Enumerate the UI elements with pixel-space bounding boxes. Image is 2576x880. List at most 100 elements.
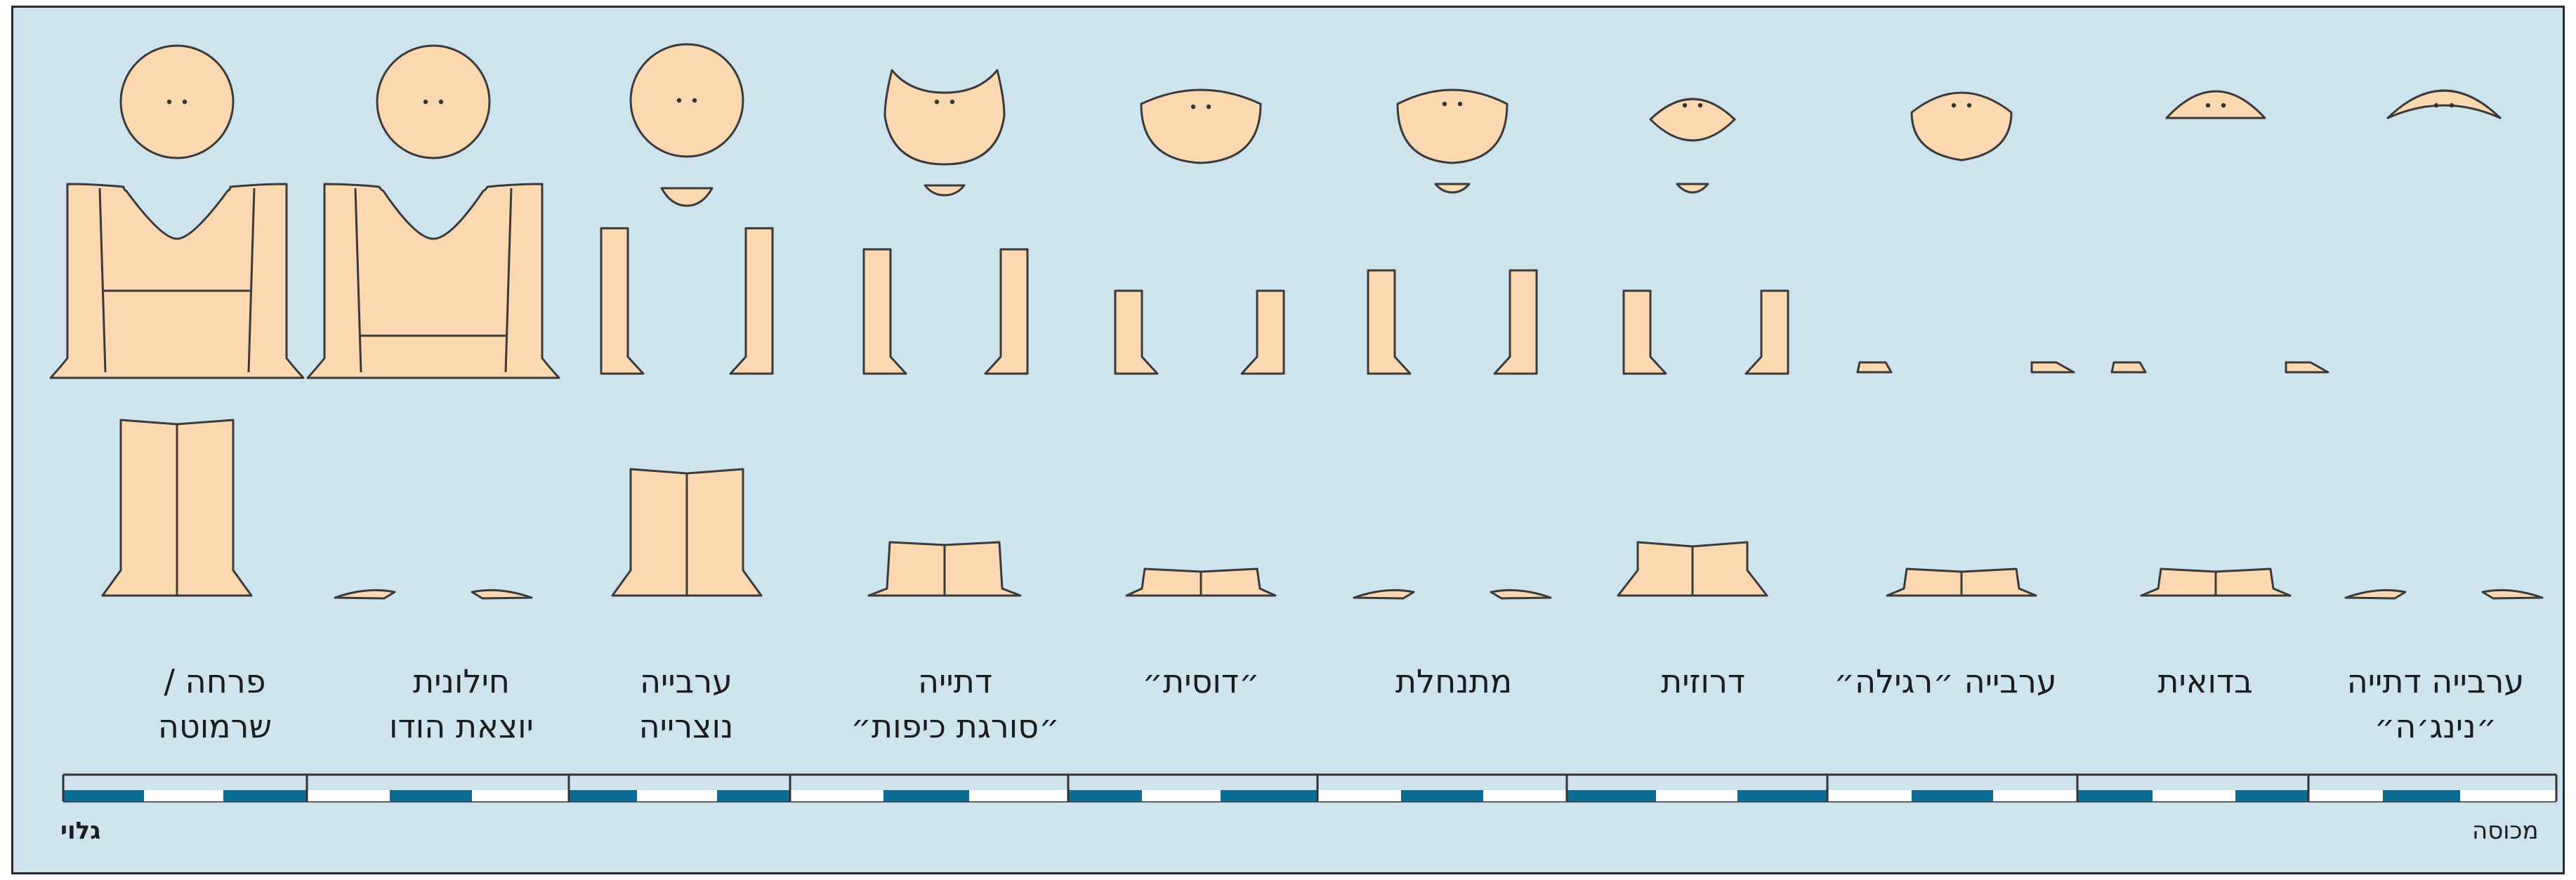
figure-2-eye-right [438, 99, 444, 105]
figure-5-head [1140, 88, 1262, 164]
scale-left-label: גלוי [60, 817, 101, 845]
scale-segment-14 [1142, 790, 1221, 801]
figure-6-hem-right [1490, 589, 1552, 600]
figure-5-eye-left [1190, 104, 1196, 110]
figure-label-1-line1: פרחה / [164, 662, 266, 700]
figure-2-hem-right [471, 589, 533, 600]
figure-3-eye-left [676, 98, 682, 103]
figure-label-2: חילונית יוצאת הודו [356, 659, 567, 749]
figure-1-arm-left [98, 188, 107, 373]
figure-label-8: ערבייה ״רגילה״ [1826, 659, 2065, 704]
figure-1-torso [49, 183, 305, 379]
figure-2-eye-left [423, 99, 428, 105]
figure-label-1-line2: שרמוטה [157, 707, 272, 745]
figure-label-9-line2: בדואית [2157, 662, 2253, 700]
figure-7-sleeve-right [1744, 289, 1789, 375]
figure-9-cuffs-left [2110, 361, 2147, 374]
figure-4-sleeve-left [862, 248, 907, 375]
figure-label-6-line2: מתנחלת [1395, 662, 1513, 700]
figure-label-4-line2: ״סורגת כיפות״ [850, 707, 1060, 745]
figure-4-sleeve-right [984, 248, 1029, 375]
figure-label-10-line1: ערבייה דתייה [2346, 662, 2525, 700]
figure-4-eye-right [949, 99, 955, 105]
scale-segment-16 [1317, 790, 1401, 801]
figure-label-10: ערבייה דתייה ״נינג׳ה״ [2330, 659, 2541, 749]
figure-label-6: מתנחלת [1348, 659, 1559, 704]
scale-segment-27 [2235, 790, 2308, 801]
figure-5-sleeve-left [1114, 289, 1159, 375]
figure-1-arm-right [247, 188, 256, 373]
figure-3-sleeve-right [729, 227, 774, 375]
figure-10-hem-left [2344, 589, 2407, 600]
figure-9-eye-left [2205, 103, 2211, 108]
figure-label-4-line1: דתייה [918, 662, 992, 700]
figure-8-cuffs-left [1856, 361, 1893, 374]
figure-1-eye-left [166, 99, 172, 105]
figure-3-eye-right [692, 98, 697, 103]
scale-segment-4 [307, 790, 390, 801]
scale-segment-6 [472, 790, 569, 801]
figure-4-head [883, 69, 1006, 166]
figure-10-head [2386, 89, 2502, 119]
figure-7-eye-left [1682, 103, 1688, 108]
figure-label-3-line1: ערבייה [640, 662, 732, 700]
figure-8-cuffs-right [2030, 361, 2075, 374]
scale-segment-7 [569, 790, 637, 801]
scale-segment-2 [144, 790, 223, 801]
figure-label-9: בדואית [2100, 659, 2311, 704]
figure-8-eye-right [1966, 103, 1972, 108]
scale-segment-18 [1483, 790, 1567, 801]
scale-segment-24 [1993, 790, 2077, 801]
figure-8-head [1910, 91, 2013, 162]
figure-10-eye-right [2449, 103, 2455, 108]
figure-6-sleeve-right [1493, 269, 1538, 375]
figure-label-4: דתייה ״סורגת כיפות״ [836, 659, 1075, 749]
figure-7-sleeve-left [1622, 289, 1667, 375]
figure-5-sleeve-right [1240, 289, 1285, 375]
figure-7-head [1649, 98, 1736, 142]
scale-segment-19 [1567, 790, 1656, 801]
figure-9-cuffs-right [2285, 361, 2329, 374]
figure-9-eye-right [2221, 103, 2226, 108]
figure-4-eye-left [934, 99, 940, 105]
scale-segment-30 [2460, 790, 2556, 801]
figure-4-neck [924, 184, 966, 197]
figure-5-eye-right [1206, 104, 1211, 110]
figure-2-hem-left [334, 589, 396, 600]
scale-segment-26 [2153, 790, 2235, 801]
figure-label-2-line1: חילונית [413, 662, 510, 700]
scale-segment-12 [969, 790, 1068, 801]
figure-2-arm-left [354, 188, 362, 373]
figure-3-neck [660, 187, 714, 207]
figure-label-5-line2: ״דוסית״ [1142, 662, 1260, 700]
figure-label-7-line2: דרוזית [1660, 662, 1746, 700]
figure-6-head [1396, 88, 1509, 164]
scale-segment-5 [390, 790, 472, 801]
figure-label-2-line2: יוצאת הודו [389, 707, 534, 745]
figure-10-hem-right [2481, 589, 2544, 600]
scale-segment-3 [223, 790, 307, 801]
figure-2-arm-right [504, 188, 513, 373]
scale-segment-15 [1221, 790, 1317, 801]
figure-6-hem-left [1353, 589, 1415, 600]
figure-1-head [119, 44, 235, 159]
figure-2-torso [306, 183, 560, 379]
figure-label-3: ערבייה נוצרייה [581, 659, 791, 749]
scale-segment-23 [1912, 790, 1993, 801]
figure-7-neck [1676, 183, 1709, 194]
figure-6-neck [1434, 183, 1471, 194]
figure-label-7: דרוזית [1598, 659, 1808, 704]
scale-segment-8 [637, 790, 717, 801]
scale-right-label: מכוסה [2472, 817, 2539, 845]
scale-segment-13 [1068, 790, 1142, 801]
figure-label-5: ״דוסית״ [1096, 659, 1306, 704]
figure-label-3-line2: נוצרייה [638, 707, 734, 745]
figure-1-eye-right [182, 99, 188, 105]
scale-segment-1 [63, 790, 144, 801]
figure-6-eye-left [1442, 101, 1447, 107]
figure-6-eye-right [1457, 101, 1463, 107]
scale-segment-17 [1401, 790, 1483, 801]
scale-segment-20 [1656, 790, 1737, 801]
figure-label-1: פרחה / שרמוטה [110, 659, 320, 749]
